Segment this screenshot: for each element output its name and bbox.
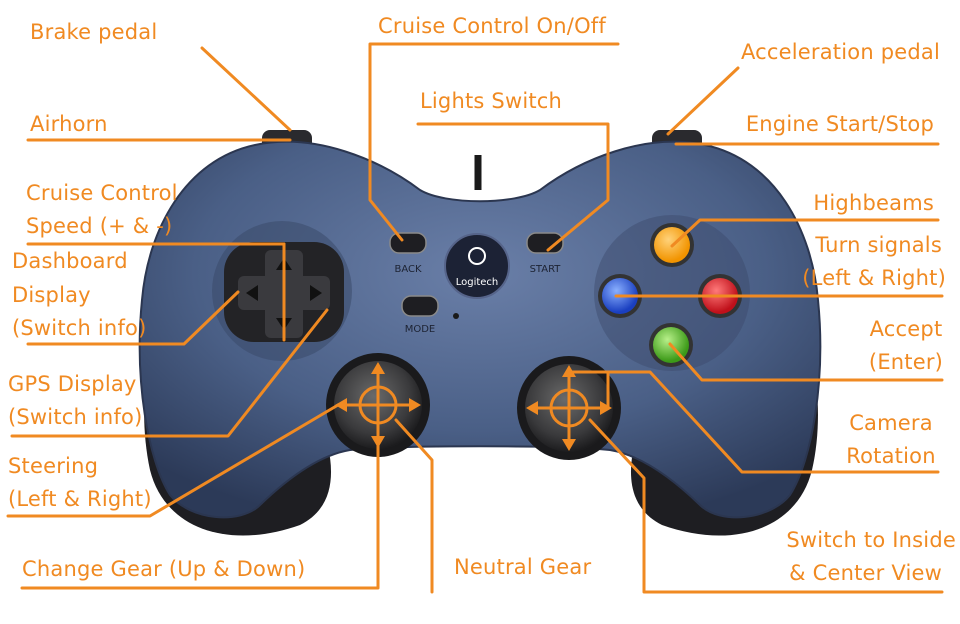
label-turn-signals-line1: Turn signals (815, 233, 942, 257)
back-button-label: BACK (394, 264, 422, 275)
logitech-logo-badge (444, 233, 510, 299)
label-cruise-onoff: Cruise Control On/Off (378, 14, 606, 38)
label-highbeams: Highbeams (813, 191, 934, 215)
mode-button-label: MODE (405, 324, 436, 335)
logitech-brand-text: Logitech (456, 277, 499, 288)
label-camera-line1: Camera (849, 411, 933, 435)
leader-gps (10, 308, 329, 438)
label-accept-line2: (Enter) (868, 350, 944, 374)
label-camera-line2: Rotation (846, 444, 936, 468)
face-button-well (594, 215, 750, 371)
leader-accept (668, 342, 944, 382)
label-brake-pedal: Brake pedal (30, 20, 158, 44)
leader-highbeams (670, 218, 940, 248)
mode-button (401, 295, 439, 317)
annotation-lines (6, 42, 944, 594)
leader-dashboard (26, 290, 240, 346)
start-button (526, 232, 564, 254)
label-steering-line2: (Left & Right) (8, 487, 152, 511)
leader-cruise-onoff (368, 42, 620, 242)
label-accept-line1: Accept (869, 317, 943, 341)
label-cruise-speed-line1: Cruise Control (26, 181, 178, 205)
leader-lights (416, 122, 610, 252)
label-acceleration-pedal: Acceleration pedal (740, 40, 940, 64)
label-turn-signals-line2: (Left & Right) (802, 266, 946, 290)
leader-camera (568, 370, 940, 474)
leader-change-gear (20, 438, 380, 590)
label-gps-line2: (Switch info) (8, 405, 143, 429)
label-dashboard-line1: Dashboard (12, 249, 128, 273)
logitech-logo-mark (468, 247, 486, 265)
label-switch-view-line2: & Center View (789, 561, 942, 585)
label-switch-view-line1: Switch to Inside (786, 528, 956, 552)
label-steering-line1: Steering (8, 454, 99, 478)
label-lights-switch: Lights Switch (420, 89, 563, 113)
label-gps-line1: GPS Display (8, 372, 137, 396)
label-airhorn: Airhorn (30, 112, 108, 136)
leader-switch-view (588, 418, 944, 594)
start-button-label: START (530, 264, 562, 275)
stick-cross-markers (340, 367, 607, 446)
leader-brake-pedal (200, 46, 292, 132)
label-change-gear: Change Gear (Up & Down) (22, 557, 306, 581)
label-neutral-gear: Neutral Gear (454, 555, 592, 579)
leader-neutral-gear (394, 418, 434, 594)
label-dashboard-line3: (Switch info) (12, 316, 147, 340)
stick-arrowheads (335, 362, 612, 451)
label-dashboard-line2: Display (12, 283, 91, 307)
label-engine-start-stop: Engine Start/Stop (745, 112, 934, 136)
back-button (389, 232, 427, 254)
leader-steering (6, 403, 340, 518)
mode-led (453, 313, 459, 319)
label-cruise-speed-line2: Speed (+ & -) (26, 214, 173, 238)
leader-accel (666, 66, 740, 136)
